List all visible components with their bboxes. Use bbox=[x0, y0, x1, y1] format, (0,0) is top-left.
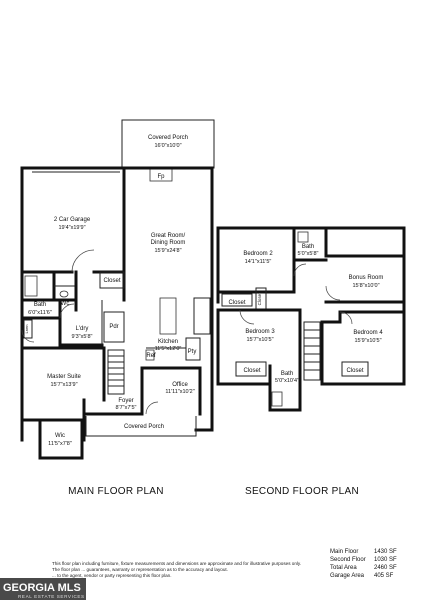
main-floor-title: MAIN FLOOR PLAN bbox=[68, 486, 164, 497]
logo-tagline: REAL ESTATE SERVICES bbox=[18, 594, 85, 599]
room-pty-name: Pty bbox=[188, 349, 197, 355]
room-covered-porch-back-name: Covered Porch bbox=[148, 135, 188, 141]
room-bedroom4-dim: 15'9"x10'5" bbox=[354, 338, 381, 344]
room-office-name: Office bbox=[172, 382, 188, 388]
upper-stairs bbox=[303, 321, 321, 381]
main-floor-walls bbox=[20, 119, 215, 460]
room-closet-name: Closet bbox=[103, 278, 120, 284]
area-label-garage: Garage Area bbox=[330, 573, 365, 579]
room-bath-upper-name: Bath bbox=[302, 244, 314, 250]
room-bath-upper-dim: 5'0"x5'8" bbox=[298, 251, 319, 257]
room-laundry-name: L'dry bbox=[76, 326, 89, 332]
area-label-total: Total Area bbox=[330, 565, 357, 571]
second-doors bbox=[239, 263, 353, 325]
room-bath-name: Bath bbox=[34, 302, 46, 308]
area-value-second: 1030 SF bbox=[374, 557, 397, 563]
room-bedroom3-dim: 15'7"x10'5" bbox=[246, 337, 273, 343]
logo-text: GEORGIA MLS bbox=[3, 582, 81, 594]
second-floor-walls bbox=[216, 226, 406, 412]
area-value-garage: 405 SF bbox=[374, 573, 394, 579]
room-foyer-dim: 8'7"x7'5" bbox=[116, 405, 137, 411]
room-great-room-name: Great Room/ bbox=[151, 233, 186, 239]
room-bath-lower-dim: 5'0"x10'4" bbox=[275, 378, 299, 384]
room-wic-dim: 11'5"x7'8" bbox=[48, 441, 72, 447]
room-fireplace-name: Fp bbox=[157, 174, 165, 180]
room-bedroom2-dim: 14'1"x11'5" bbox=[245, 259, 272, 265]
disclaimer-line-1: This floor plan including furniture, fix… bbox=[52, 561, 301, 566]
room-foyer-name: Foyer bbox=[118, 398, 133, 404]
room-pdr-name: Pdr bbox=[109, 324, 118, 330]
room-master-dim: 15'7"x13'9" bbox=[50, 382, 77, 388]
main-bath-fixtures bbox=[24, 275, 69, 298]
room-covered-porch-front-name: Covered Porch bbox=[124, 424, 164, 430]
room-closet-a-name: Closet bbox=[228, 300, 245, 306]
room-wic-name: Wic bbox=[55, 433, 65, 439]
disclaimer-line-2: The floor plan ... guarantees, warranty … bbox=[52, 567, 228, 572]
room-closet-c-name: Closet bbox=[243, 368, 260, 374]
room-great-room-name2: Dining Room bbox=[151, 240, 186, 246]
room-garage-name: 2 Car Garage bbox=[54, 217, 91, 223]
room-garage-dim: 19'4"x19'9" bbox=[58, 225, 85, 231]
area-label-second: Second Floor bbox=[330, 557, 366, 563]
room-bedroom4-name: Bedroom 4 bbox=[353, 330, 383, 336]
main-doors bbox=[21, 249, 159, 415]
room-kitchen-name: Kitchen bbox=[158, 339, 178, 345]
room-great-room-dim: 15'9"x24'8" bbox=[154, 248, 181, 254]
area-label-main: Main Floor bbox=[330, 549, 358, 555]
room-ref-name: Ref bbox=[146, 353, 156, 359]
room-bedroom3-name: Bedroom 3 bbox=[245, 329, 275, 335]
room-kitchen-dim: 11'5"x12'0" bbox=[155, 346, 182, 352]
georgia-mls-logo: GEORGIA MLS REAL ESTATE SERVICES bbox=[0, 578, 86, 600]
room-covered-porch-back-dim: 16'0"x10'0" bbox=[154, 143, 181, 149]
room-closet-b-name: Closet bbox=[257, 292, 262, 306]
kitchen-island bbox=[159, 297, 177, 335]
room-laundry-dim: 9'3"x5'8" bbox=[72, 334, 93, 340]
room-wc-name: Wc bbox=[61, 301, 70, 307]
room-office-dim: 11'11"x10'2" bbox=[165, 389, 194, 395]
room-lnen-name: Lnen bbox=[24, 325, 29, 334]
room-bonus-dim: 15'8"x10'0" bbox=[352, 283, 379, 289]
area-value-main: 1430 SF bbox=[374, 549, 397, 555]
disclaimer-line-3: ... to the agent, vendor or party repres… bbox=[52, 573, 172, 578]
room-bonus-name: Bonus Room bbox=[349, 275, 384, 281]
room-bath-lower-name: Bath bbox=[281, 371, 293, 377]
room-master-name: Master Suite bbox=[47, 374, 81, 380]
area-value-total: 2460 SF bbox=[374, 565, 397, 571]
room-bath-dim: 6'0"x11'6" bbox=[28, 310, 52, 316]
area-table: Main Floor 1430 SF Second Floor 1030 SF … bbox=[330, 549, 397, 579]
room-bedroom2-name: Bedroom 2 bbox=[243, 251, 273, 257]
second-floor-title: SECOND FLOOR PLAN bbox=[245, 486, 359, 497]
room-closet-d-name: Closet bbox=[346, 368, 363, 374]
main-stairs bbox=[107, 349, 125, 395]
